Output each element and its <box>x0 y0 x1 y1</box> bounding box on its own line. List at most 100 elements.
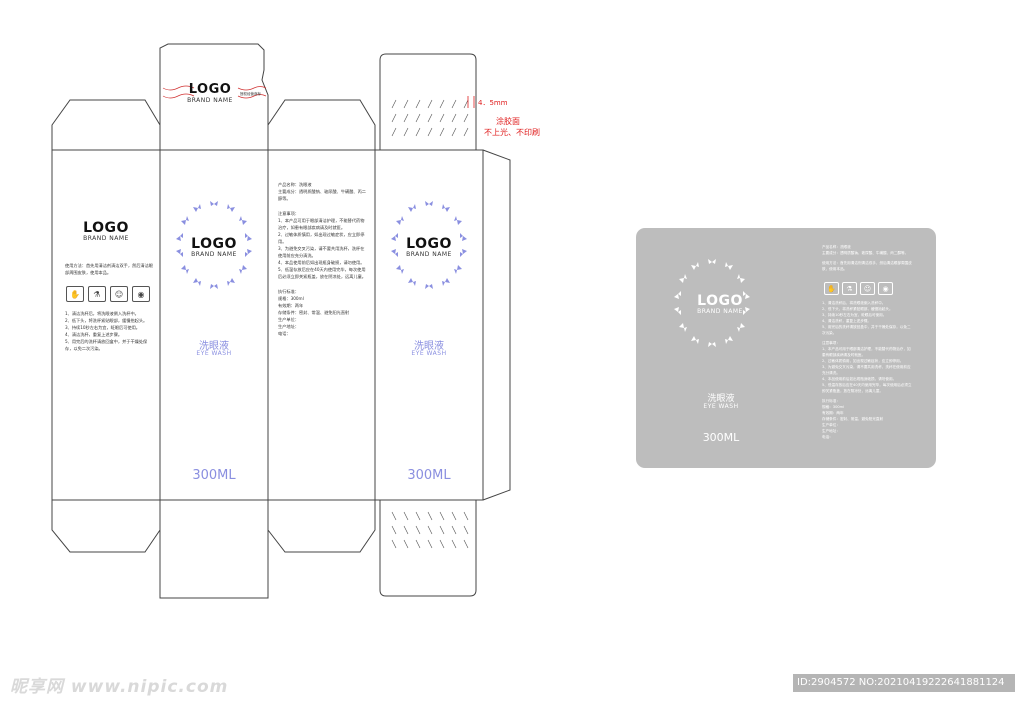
preview-storage: 存储条件：密封、常温、避免阳光直射 <box>822 417 884 421</box>
info-standard: 执行标准： <box>278 289 299 294</box>
front-brand-name: BRAND NAME <box>191 251 237 258</box>
info-note: 2、过敏体质慎用，如出现过敏症状，应立即停用。 <box>278 232 365 244</box>
preview-usage-intro: 使用方法：首先用清洁剂清洁双手，然后清洁眼部周围皮肤，使用本品。 <box>822 261 912 271</box>
usage-step: 1、清洁洗杯后，将洗眼液倒入洗杯中。 <box>65 311 139 316</box>
front-product-name-cn: 洗眼液 <box>199 341 229 352</box>
front-wreath-2 <box>389 200 469 290</box>
butterfly-wreath-icon <box>176 201 252 289</box>
info-note: 3、为避免交叉污染，请不要共用洗杯，洗杯在使用前应充分清洗。 <box>278 246 365 258</box>
preview-ingredients: 主要成分：透明质酸钠、玻尿酸、牛磺酸、丙二醇等。 <box>822 251 909 255</box>
preview-maker: 生产单位： <box>822 423 840 427</box>
watermark-left: 昵享网 www.nipic.com <box>10 677 229 697</box>
usage-intro: 使用方法：首先用清洁剂清洁双手，然后清洁眼部周围皮肤，使用本品。 <box>65 263 153 275</box>
info-maker: 生产单位： <box>278 317 299 322</box>
preview-volume: 300ML <box>702 431 740 444</box>
preview-step: 3、持续10秒左右为宜，眨眼后可使用。 <box>822 313 887 317</box>
preview-step: 1、清洁洗杯后，将洗眼液倒入洗杯中。 <box>822 301 886 305</box>
info-ingredients: 主要成分：透明质酸钠、玻尿酸、牛磺酸、丙二醇等。 <box>278 189 366 201</box>
info-notes-title: 注意事项： <box>278 211 299 216</box>
panel-2-bottom-flap <box>159 500 269 599</box>
glue-hatch-bottom <box>391 511 469 549</box>
usage-step: 2、低下头，将洗杯紧贴眼部，缓慢抬起头。 <box>65 318 148 323</box>
front-wreath <box>174 200 254 290</box>
tuck-brand-name: BRAND NAME <box>187 97 233 104</box>
glue-flap <box>482 149 511 501</box>
front-2-logo: LOGO <box>406 236 452 252</box>
preview-note: 3、为避免交叉污染，请不要共用洗杯，洗杯在使用前应充分清洗。 <box>822 365 911 375</box>
front-product-name-en: EYE WASH <box>196 350 232 357</box>
preview-note: 2、过敏体质慎用，如出现过敏症状，应立即停用。 <box>822 359 904 363</box>
pour-icon: ⚗ <box>842 282 857 295</box>
front-2-product-name-en: EYE WASH <box>411 350 447 357</box>
glue-note-line1: 涂胶面 <box>496 117 520 126</box>
preview-address: 生产地址： <box>822 429 840 433</box>
usage-steps: 1、清洁洗杯后，将洗眼液倒入洗杯中。 2、低下头，将洗杯紧贴眼部，缓慢抬起头。 … <box>65 310 155 352</box>
butterfly-wreath-icon <box>674 259 750 347</box>
preview-spec: 规格：300ml <box>822 405 845 409</box>
preview-name-line: 产品名称：洗眼液 <box>822 245 851 249</box>
wash-hands-icon: ✋ <box>824 282 839 295</box>
pour-icon: ⚗ <box>88 286 106 302</box>
preview-product-name-cn: 洗眼液 <box>707 394 735 404</box>
preview-standard: 执行标准： <box>822 399 840 403</box>
front-2-volume: 300ML <box>407 468 451 483</box>
panel-4-top-flap <box>379 53 477 150</box>
glue-note-line2: 不上光、不印刷 <box>484 128 540 137</box>
glue-hatch-top <box>391 99 469 137</box>
usage-step: 4、清洁洗杯，重复上述步骤。 <box>65 332 123 337</box>
watermark-right: ID:2904572 NO:20210419222641881124 <box>793 674 1015 692</box>
info-name-line: 产品名称：洗眼液 <box>278 182 312 187</box>
info-address: 生产地址： <box>278 324 299 329</box>
panel-1-bottom-flap <box>51 500 161 553</box>
preview-note: 1、本产品可用于眼部清洁护理，不能替代药物治疗，如患有眼部疾病请及时就医。 <box>822 347 911 357</box>
tilt-head-icon: ☺ <box>110 286 128 302</box>
panel-3-bottom-flap <box>267 500 376 553</box>
panel-4-outline <box>374 149 484 501</box>
preview-brand-name: BRAND NAME <box>697 308 743 315</box>
panel-1-logo: LOGO <box>83 220 129 236</box>
preview-step: 2、低下头，将洗杯紧贴眼部，缓慢抬起头。 <box>822 307 893 311</box>
preview-logo: LOGO <box>697 293 743 309</box>
tilt-head-icon: ☺ <box>860 282 875 295</box>
tuck-lock-marks <box>162 85 267 99</box>
info-note: 5、低温存放后应在40天内使用完毕，每次使用后必须立即关紧瓶盖，放在阴凉处，远离… <box>278 267 366 279</box>
front-2-product-name-cn: 洗眼液 <box>414 341 444 352</box>
preview-step: 4、清洁洗杯，重复上述步骤。 <box>822 319 872 323</box>
info-shelf-life: 有效期：两年 <box>278 303 304 308</box>
wash-hands-icon: ✋ <box>66 286 84 302</box>
preview-info-top: 产品名称：洗眼液 主要成分：透明质酸钠、玻尿酸、牛磺酸、丙二醇等。 使用方法：首… <box>822 244 914 272</box>
preview-note: 4、本品使用前后如出现瓶身破损，请勿使用。 <box>822 377 897 381</box>
usage-step: 3、持续10秒左右为宜，眨眼后可使用。 <box>65 325 140 330</box>
preview-notes-title: 注意事项： <box>822 341 840 345</box>
tuck-side-note: 授权经营商标 <box>240 92 261 96</box>
preview-shelf-life: 有效期：两年 <box>822 411 844 415</box>
info-note: 4、本品使用前后如出现瓶身破损，请勿使用。 <box>278 260 365 265</box>
info-spec: 规格：300ml <box>278 296 304 301</box>
panel-4-bottom-flap <box>379 500 477 597</box>
info-note: 1、本产品可用于眼部清洁护理，不能替代药物治疗，如患有眼部疾病请及时就医。 <box>278 218 365 230</box>
panel-1-top-flap <box>51 99 161 150</box>
dimension-label: 4．5mm <box>478 99 508 107</box>
dimension-marks <box>467 96 475 108</box>
preview-usage-icons: ✋ ⚗ ☺ ◉ <box>824 282 893 295</box>
front-logo: LOGO <box>191 236 237 252</box>
panel-2-top-tuck <box>159 43 269 150</box>
eye-cup-icon: ◉ <box>132 286 150 302</box>
usage-icons: ✋ ⚗ ☺ ◉ <box>66 286 150 302</box>
usage-step: 5、用完后的洗杯请放回盒中，并于干燥处保存，以免二次污染。 <box>65 339 148 351</box>
preview-product-name-en: EYE WASH <box>703 403 739 410</box>
front-volume: 300ML <box>192 468 236 483</box>
preview-steps: 1、清洁洗杯后，将洗眼液倒入洗杯中。 2、低下头，将洗杯紧贴眼部，缓慢抬起头。 … <box>822 300 914 440</box>
eye-cup-icon: ◉ <box>878 282 893 295</box>
info-storage: 存储条件：密封、常温、避免阳光直射 <box>278 310 350 315</box>
butterfly-wreath-icon <box>391 201 467 289</box>
preview-phone: 电话： <box>822 435 833 439</box>
tuck-logo: LOGO <box>188 82 232 97</box>
info-block: 产品名称：洗眼液 主要成分：透明质酸钠、玻尿酸、牛磺酸、丙二醇等。 注意事项： … <box>278 181 368 337</box>
info-phone: 电话： <box>278 331 291 336</box>
panel-1-brand-name: BRAND NAME <box>83 235 129 242</box>
panel-3-top-flap <box>267 99 376 150</box>
preview-wreath <box>672 258 752 348</box>
preview-card <box>636 228 936 468</box>
